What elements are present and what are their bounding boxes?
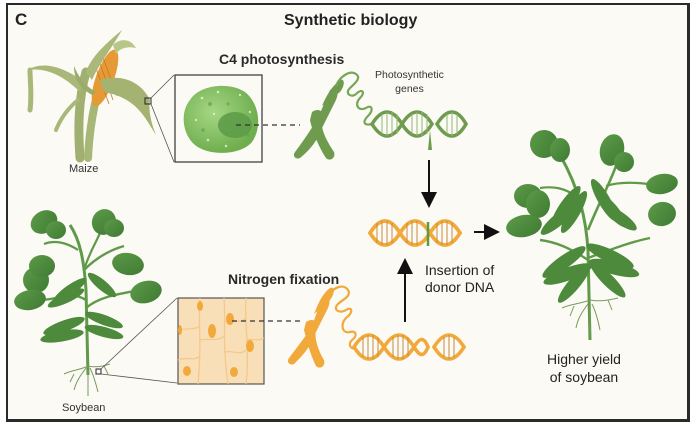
zoom-source-marker-root — [95, 368, 102, 375]
maize-plant-icon — [27, 30, 156, 163]
yield-line1: Higher yield — [547, 351, 621, 367]
higher-yield-label: Higher yield of soybean — [547, 350, 621, 386]
leaf-cell-zoom-box — [174, 74, 263, 163]
yield-line2: of soybean — [549, 369, 619, 385]
dna-helix-photosynthetic — [370, 110, 468, 150]
nitrogen-fixation-heading: Nitrogen fixation — [228, 271, 340, 287]
nucleus-icon — [218, 112, 252, 138]
insertion-line2: donor DNA — [425, 279, 495, 295]
panel-letter: C — [15, 10, 28, 29]
c4-photosynthesis-heading: C4 photosynthesis — [219, 51, 345, 67]
photosynthetic-genes-label: Photosynthetic genes — [375, 68, 444, 96]
dna-coil-green — [334, 71, 373, 126]
roots-icon-result — [561, 297, 619, 334]
genes-label-line2: genes — [395, 83, 424, 95]
dna-helix-recombinant — [368, 219, 462, 247]
panel-title: Synthetic biology — [284, 12, 418, 29]
roots-icon — [63, 363, 111, 396]
maize-label: Maize — [69, 163, 99, 175]
genes-label-line1: Photosynthetic — [375, 69, 444, 81]
zoom-source-marker — [144, 97, 152, 105]
dna-coil-orange — [327, 285, 357, 350]
chromosome-orange-icon — [287, 287, 334, 368]
soybean-label: Soybean — [62, 402, 106, 414]
gene-fragment-green — [428, 130, 432, 150]
nucleus-orange — [178, 301, 254, 377]
insertion-label: Insertion of donor DNA — [425, 262, 494, 296]
root-cell-zoom-box — [177, 297, 265, 385]
insertion-line1: Insertion of — [425, 262, 495, 278]
soybean-plant-icon — [14, 209, 162, 396]
chromosome-green-icon — [293, 79, 344, 160]
improved-soybean-plant-icon — [506, 130, 678, 341]
dna-helix-nitrogen — [352, 333, 466, 361]
